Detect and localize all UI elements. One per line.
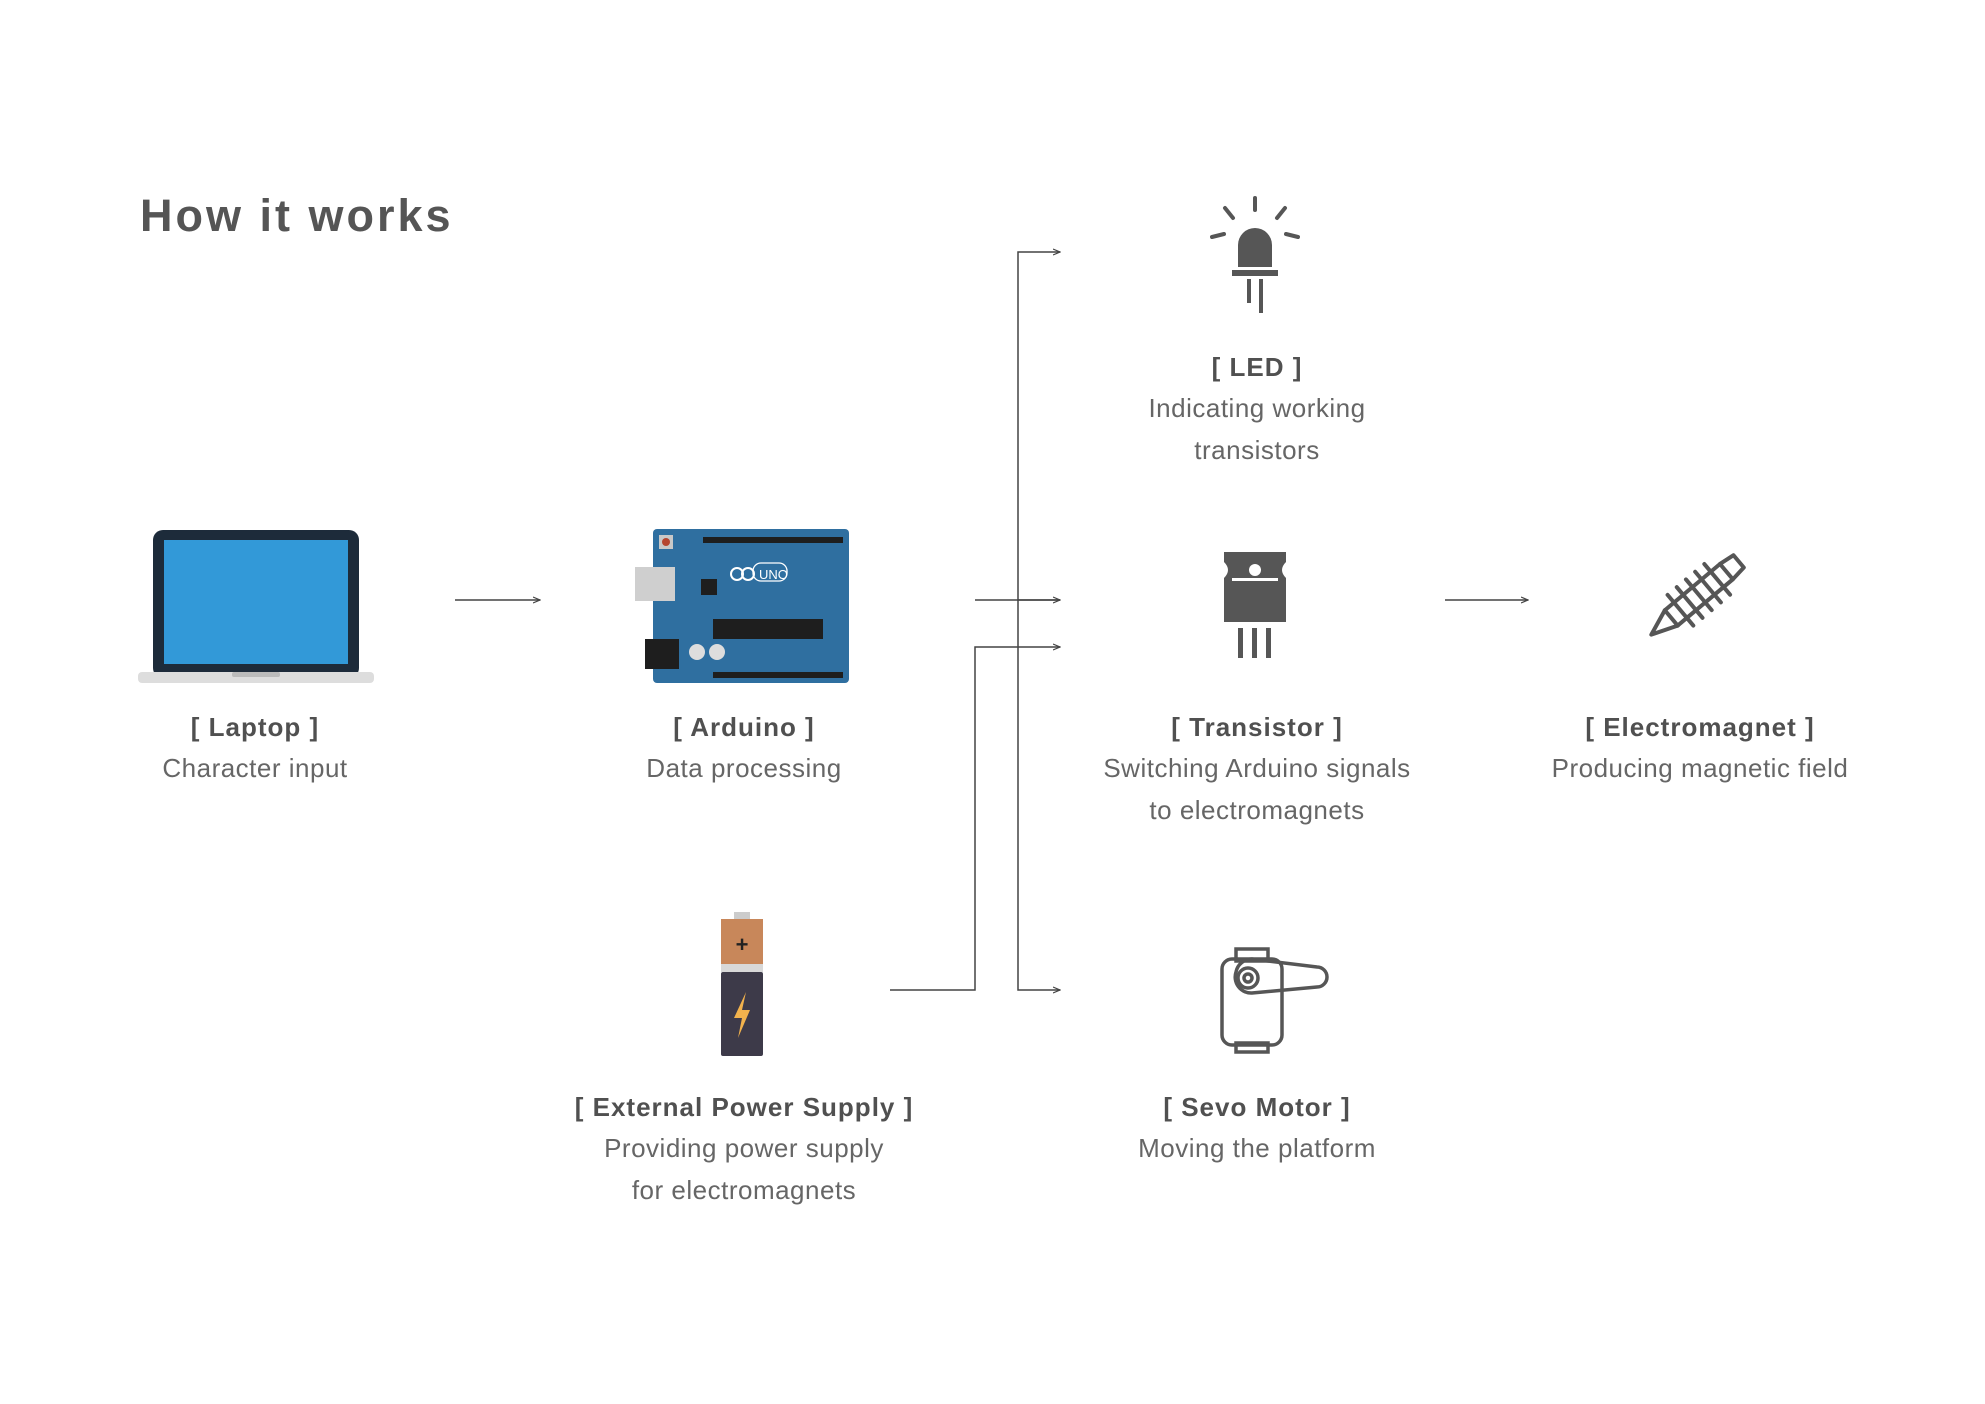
arduino-board-icon: UNO	[635, 529, 849, 683]
battery-icon: +	[721, 912, 763, 1056]
battery-plus: +	[736, 932, 749, 957]
transistor-desc-line2: to electromagnets	[1149, 795, 1365, 825]
electromagnet-node: [ Electromagnet ] Producing magnetic fie…	[1552, 712, 1849, 789]
servo-motor-title: [ Sevo Motor ]	[1163, 1092, 1351, 1122]
electromagnet-desc: Producing magnetic field	[1551, 753, 1849, 783]
arduino-node: [ Arduino ] Data processing	[646, 712, 841, 789]
arrow-power-to-transistor	[890, 647, 1060, 991]
laptop-title: [ Laptop ]	[190, 712, 320, 742]
led-icon	[1210, 196, 1300, 313]
lightning-bolt-icon	[734, 992, 750, 1038]
led-node: [ LED ] Indicating working transistors	[1148, 352, 1365, 471]
power-supply-node: [ External Power Supply ] Providing powe…	[575, 1092, 914, 1211]
led-desc-line2: transistors	[1194, 435, 1320, 465]
laptop-notch	[232, 672, 280, 677]
arduino-board	[653, 529, 849, 683]
usb-port	[635, 567, 675, 601]
led-desc-line1: Indicating working	[1148, 393, 1366, 423]
led-title: [ LED ]	[1211, 352, 1303, 382]
transistor-desc-line1: Switching Arduino signals	[1103, 753, 1411, 783]
laptop-screen	[164, 540, 348, 664]
arrow-to-led	[1017, 252, 1060, 601]
power-supply-desc-line1: Providing power supply	[604, 1133, 884, 1163]
laptop-base	[138, 672, 374, 683]
laptop-icon	[138, 530, 374, 683]
page-title: How it works	[140, 190, 454, 241]
arrow-to-servo	[1017, 600, 1060, 990]
servo-motor-node: [ Sevo Motor ] Moving the platform	[1138, 1092, 1376, 1169]
board-label: UNO	[759, 567, 788, 582]
microcontroller-chip	[713, 619, 823, 639]
transistor-icon	[1224, 552, 1286, 658]
servo-motor-icon	[1220, 947, 1329, 1054]
servo-motor-desc: Moving the platform	[1138, 1133, 1376, 1163]
arduino-desc: Data processing	[646, 753, 842, 783]
battery-top	[721, 919, 763, 964]
electromagnet-title: [ Electromagnet ]	[1585, 712, 1815, 742]
power-supply-title: [ External Power Supply ]	[574, 1092, 914, 1122]
electromagnet-icon	[1649, 553, 1746, 637]
arduino-title: [ Arduino ]	[673, 712, 815, 742]
transistor-title: [ Transistor ]	[1171, 712, 1343, 742]
power-jack	[645, 639, 679, 669]
power-supply-desc-line2: for electromagnets	[631, 1175, 857, 1205]
laptop-desc: Character input	[162, 753, 348, 783]
laptop-node: [ Laptop ] Character input	[162, 712, 347, 789]
transistor-node: [ Transistor ] Switching Arduino signals…	[1103, 712, 1410, 831]
